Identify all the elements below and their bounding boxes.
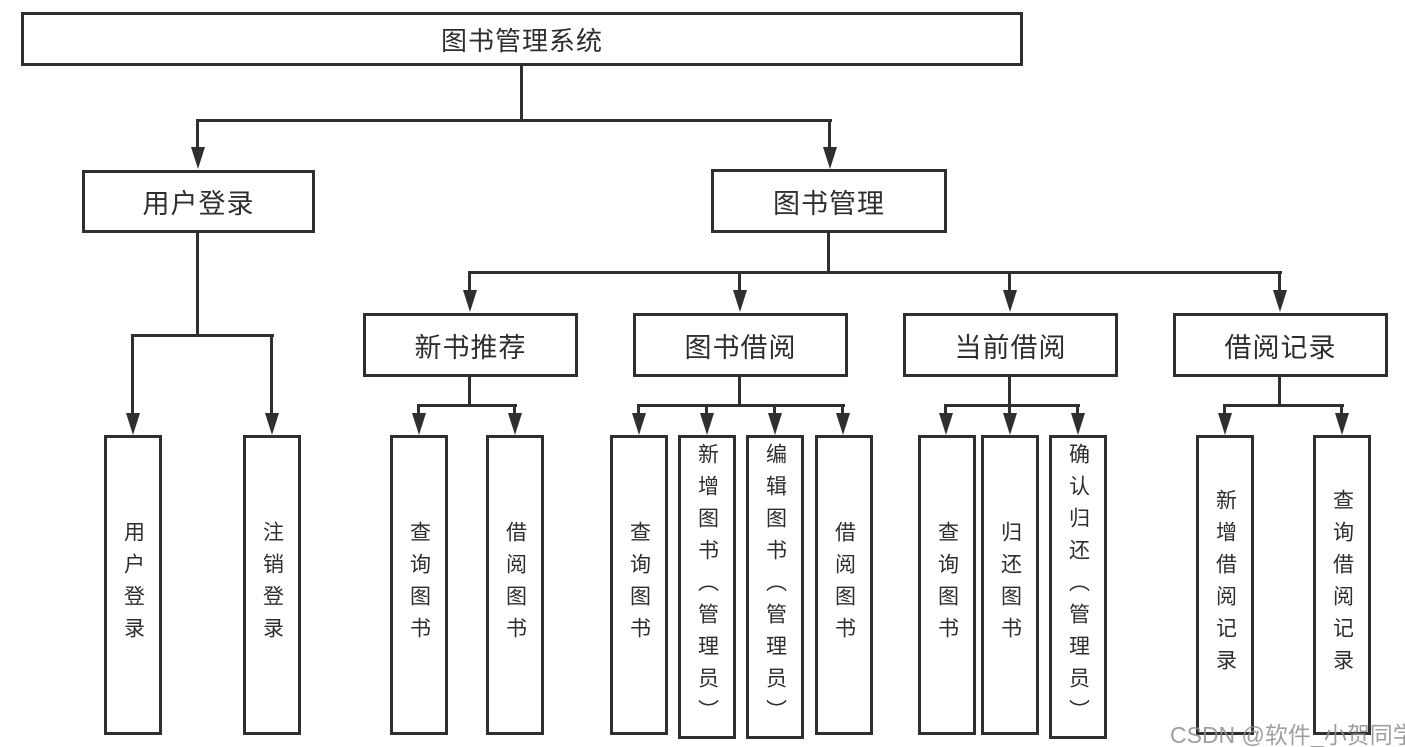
node-label: 用户登录: [142, 189, 255, 219]
arrow-down-icon: [632, 413, 646, 435]
arrow-down-icon: [191, 147, 205, 169]
connector-line: [468, 271, 1282, 274]
connector-line: [841, 404, 844, 416]
connector-line: [196, 119, 199, 150]
arrow-down-icon: [733, 290, 747, 312]
node-library-management-system: 图书管理系统: [21, 12, 1023, 66]
node-label: 当前借阅: [954, 332, 1067, 363]
arrow-down-icon: [700, 413, 714, 435]
node-label: 新书推荐: [414, 332, 527, 363]
node-label: 图书管理系统: [440, 25, 603, 56]
arrow-down-icon: [768, 413, 782, 435]
csdn-watermark: CSDN @软件_小贺同学: [1170, 722, 1405, 747]
connector-line: [270, 334, 273, 414]
arrow-down-icon: [1003, 413, 1017, 435]
leaf-label: 归还图书: [998, 521, 1022, 649]
leaf-label: 查询借阅记录: [1330, 489, 1354, 681]
node-label: 图书管理: [773, 188, 885, 219]
arrow-down-icon: [836, 413, 850, 435]
connector-line: [738, 377, 741, 407]
connector-line: [1340, 404, 1343, 416]
connector-line: [637, 404, 845, 407]
leaf-label: 注销登录: [260, 521, 284, 649]
leaf-query-books-borrowing: 查询图书: [610, 435, 668, 735]
connector-line: [773, 404, 776, 416]
connector-line: [1223, 404, 1344, 407]
leaf-label: 查询图书: [407, 521, 431, 649]
leaf-add-books-admin: 新增图书（管理员）: [678, 435, 736, 739]
node-user-login: 用户登录: [82, 170, 315, 233]
connector-line: [131, 334, 274, 337]
leaf-edit-books-admin: 编辑图书（管理员）: [746, 435, 804, 739]
leaf-label: 新增图书（管理员）: [695, 443, 719, 731]
connector-line: [196, 233, 199, 336]
node-label: 借阅记录: [1224, 332, 1337, 363]
arrow-down-icon: [463, 290, 477, 312]
connector-line: [417, 404, 517, 407]
leaf-query-books-recommend: 查询图书: [390, 435, 448, 735]
node-new-book-recommendation: 新书推荐: [363, 313, 578, 377]
node-current-borrowing: 当前借阅: [903, 313, 1118, 377]
arrow-down-icon: [1071, 413, 1085, 435]
connector-line: [828, 119, 831, 150]
connector-line: [1278, 377, 1281, 407]
leaf-borrow-books-borrowing: 借阅图书: [815, 435, 873, 735]
node-borrowing-records: 借阅记录: [1173, 313, 1388, 377]
leaf-query-borrow-record: 查询借阅记录: [1313, 435, 1371, 735]
leaf-label: 借阅图书: [503, 521, 527, 649]
leaf-confirm-return-admin: 确认归还（管理员）: [1049, 435, 1107, 739]
connector-line: [196, 119, 832, 122]
leaf-logout: 注销登录: [243, 435, 301, 735]
connector-line: [513, 404, 516, 416]
leaf-label: 确认归还（管理员）: [1066, 443, 1090, 731]
connector-line: [131, 334, 134, 414]
connector-line: [1008, 404, 1011, 416]
arrow-down-icon: [939, 413, 953, 435]
leaf-label: 用户登录: [121, 521, 145, 649]
connector-line: [738, 271, 741, 292]
node-label: 图书借阅: [684, 332, 797, 363]
connector-line: [827, 233, 830, 273]
connector-line: [417, 404, 420, 416]
node-book-borrowing: 图书借阅: [633, 313, 848, 377]
arrow-down-icon: [265, 413, 279, 435]
node-book-management: 图书管理: [711, 169, 947, 233]
connector-line: [637, 404, 640, 416]
connector-line: [1008, 377, 1011, 407]
arrow-down-icon: [1335, 413, 1349, 435]
leaf-label: 编辑图书（管理员）: [763, 443, 787, 731]
arrow-down-icon: [412, 413, 426, 435]
connector-line: [468, 271, 471, 292]
connector-line: [1278, 271, 1281, 292]
leaf-add-borrow-record: 新增借阅记录: [1196, 435, 1254, 735]
leaf-query-books-current: 查询图书: [918, 435, 976, 735]
connector-line: [1008, 271, 1011, 292]
leaf-label: 查询图书: [627, 521, 651, 649]
connector-line: [944, 404, 947, 416]
arrow-down-icon: [508, 413, 522, 435]
connector-line: [468, 377, 471, 407]
connector-line: [944, 404, 1080, 407]
arrow-down-icon: [823, 147, 837, 169]
connector-line: [1223, 404, 1226, 416]
arrow-down-icon: [1003, 290, 1017, 312]
leaf-borrow-books-recommend: 借阅图书: [486, 435, 544, 735]
connector-line: [705, 404, 708, 416]
arrow-down-icon: [1218, 413, 1232, 435]
leaf-user-login: 用户登录: [104, 435, 162, 735]
connector-line: [520, 66, 523, 121]
leaf-label: 新增借阅记录: [1213, 489, 1237, 681]
leaf-label: 借阅图书: [832, 521, 856, 649]
connector-line: [1076, 404, 1079, 416]
arrow-down-icon: [1273, 290, 1287, 312]
leaf-label: 查询图书: [935, 521, 959, 649]
arrow-down-icon: [126, 413, 140, 435]
leaf-return-books: 归还图书: [981, 435, 1039, 735]
